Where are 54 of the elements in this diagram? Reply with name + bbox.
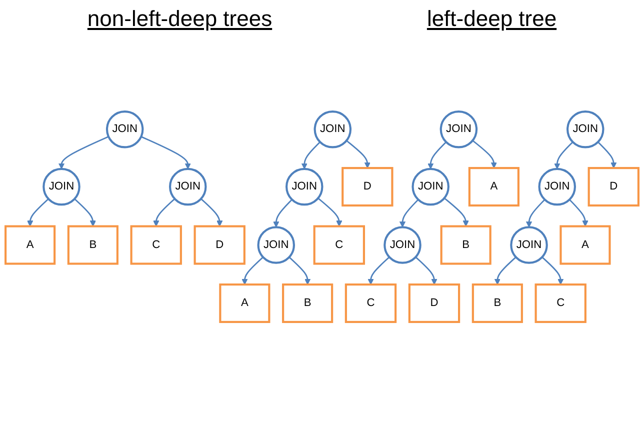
heading-text: non-left-deep trees [87, 6, 272, 32]
arrow [273, 199, 292, 228]
node-circle: JOIN [314, 110, 352, 148]
arrow [569, 199, 588, 227]
arrow [301, 142, 321, 170]
arrow [318, 198, 342, 227]
node-box: C [313, 225, 365, 265]
arrow [526, 199, 546, 228]
arrow [444, 198, 469, 227]
arrow [58, 136, 109, 170]
node-circle: JOIN [566, 110, 604, 148]
arrow [554, 142, 574, 170]
node-box: B [472, 284, 523, 324]
node-box: A [560, 225, 611, 265]
node-circle: JOIN [286, 168, 324, 206]
arrow [200, 198, 223, 227]
arrow [415, 256, 438, 286]
arrow [494, 256, 516, 286]
node-circle: JOIN [510, 226, 548, 264]
arrow [542, 256, 564, 286]
node-box: B [67, 225, 118, 265]
node-box: D [194, 225, 246, 265]
node-circle: JOIN [168, 168, 207, 206]
arrow [74, 198, 96, 227]
node-circle: JOIN [440, 110, 478, 148]
node-circle: JOIN [106, 110, 144, 148]
node-box: A [4, 225, 56, 265]
arrow [346, 140, 370, 169]
node-box: C [130, 225, 182, 265]
node-box: B [440, 225, 492, 265]
node-box: B [282, 284, 334, 324]
arrow [368, 256, 390, 286]
node-box: C [344, 284, 397, 324]
node-box: D [342, 167, 394, 207]
node-box: A [219, 284, 270, 324]
node-box: D [408, 284, 460, 324]
node-box: D [588, 167, 640, 207]
node-circle: JOIN [257, 226, 295, 264]
heading-text: left-deep tree [426, 6, 557, 32]
arrow [242, 256, 264, 286]
arrow [472, 140, 497, 169]
node-circle: JOIN [384, 226, 422, 264]
node-circle: JOIN [538, 168, 576, 206]
arrow [153, 198, 176, 227]
arrow [27, 198, 49, 227]
node-circle: JOIN [412, 168, 450, 206]
node-box: C [534, 284, 586, 324]
arrow [399, 199, 419, 228]
arrow [598, 142, 617, 169]
arrow [428, 142, 447, 170]
arrow [288, 256, 311, 286]
node-circle: JOIN [42, 168, 80, 206]
node-box: A [468, 167, 520, 207]
arrow [140, 136, 191, 170]
